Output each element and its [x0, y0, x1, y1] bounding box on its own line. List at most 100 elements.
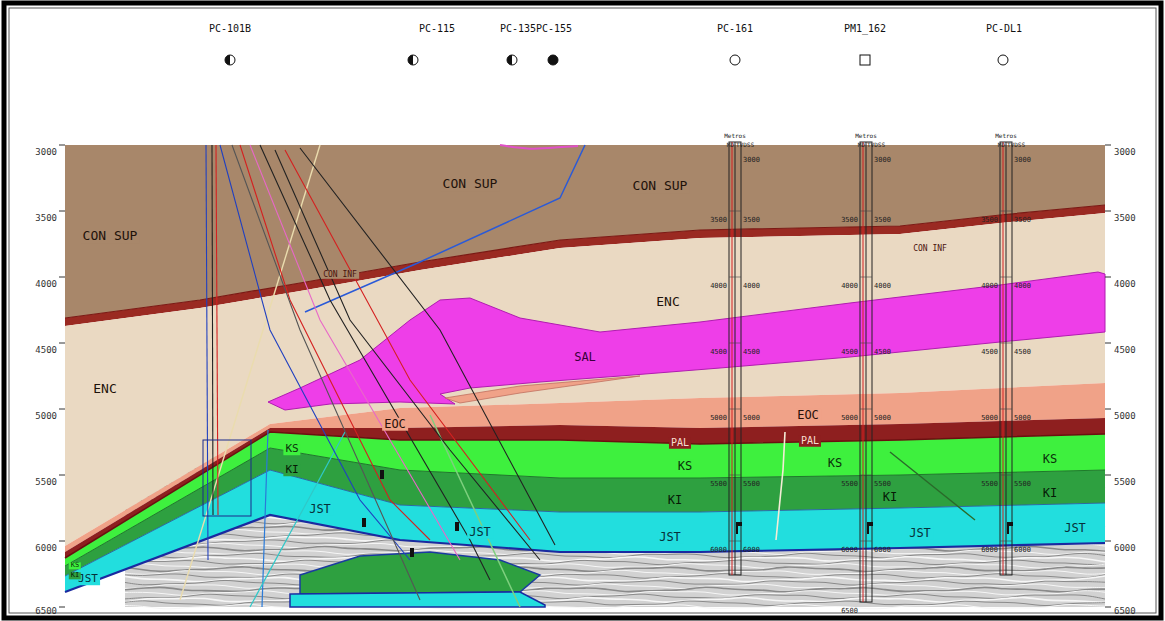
depth-tick: [1105, 607, 1111, 608]
depth-tick: [59, 607, 65, 608]
depth-tick: [59, 277, 65, 278]
well-symbol: [225, 55, 235, 65]
formation-label: KI: [1041, 487, 1059, 500]
well-depth-label: 5000: [743, 415, 760, 422]
well-depth-label: 5000: [981, 415, 998, 422]
deviated-well: [203, 145, 555, 600]
deviated-well: [285, 150, 530, 540]
deviated-well: [240, 145, 430, 540]
well-symbol: [408, 55, 413, 65]
vertical-well: [860, 409, 872, 410]
depth-tick: [59, 409, 65, 410]
vertical-well: [729, 343, 741, 344]
log-header: TVDSS: [867, 142, 885, 148]
deviated-well: [216, 145, 218, 515]
well-depth-label: 4000: [874, 283, 891, 290]
formation-label: CON SUP: [441, 177, 500, 191]
vertical-well: [729, 409, 741, 410]
well-depth-label: 4500: [1014, 349, 1031, 356]
formation-label: KI: [283, 464, 300, 476]
well-depth-label: 6000: [743, 547, 760, 554]
formation-label: JST: [907, 527, 933, 540]
fault-line: [890, 452, 975, 520]
horizon-line: [65, 470, 1105, 576]
well-name: PC-161: [717, 24, 753, 35]
vertical-well: [732, 142, 733, 575]
well-depth-label: 4000: [981, 283, 998, 290]
vertical-well: [860, 343, 872, 344]
deviated-well: [203, 440, 251, 516]
log-header: Metros: [855, 133, 877, 139]
well-depth-label: 5500: [743, 481, 760, 488]
depth-tick: [1105, 145, 1111, 146]
depth-tick: [1105, 475, 1111, 476]
vertical-well: [1003, 142, 1004, 575]
well-name: PM1_162: [844, 24, 886, 35]
vertical-well: [735, 142, 736, 575]
depth-axis-label: 3000: [1114, 148, 1136, 157]
depth-tick: [1105, 343, 1111, 344]
formation-label: CON SUP: [81, 229, 140, 243]
formation-label: SAL: [572, 351, 598, 364]
formation-label: KI: [666, 494, 684, 507]
formation-label: KI: [69, 572, 81, 579]
deviated-well: [260, 145, 490, 580]
well-symbol: [507, 55, 512, 65]
well-depth-label: 6000: [841, 547, 858, 554]
well-depth-label: 3500: [874, 217, 891, 224]
well-name: PC-155: [536, 24, 572, 35]
well-depth-label: 4500: [981, 349, 998, 356]
formation-label: JST: [657, 531, 683, 544]
completion-flag: [736, 522, 742, 534]
vertical-well: [1000, 541, 1012, 542]
well-depth-label: 6500: [841, 608, 858, 615]
depth-tick: [1105, 541, 1111, 542]
formation-label: JST: [307, 503, 333, 516]
formation-label: ENC: [654, 295, 681, 309]
well-depth-label: 4000: [710, 283, 727, 290]
seismic-texture: [125, 557, 1105, 562]
vertical-well: [860, 541, 872, 542]
depth-axis-label: 4500: [35, 346, 57, 355]
deviated-well: [212, 145, 213, 515]
well-depth-label: 3500: [1014, 217, 1031, 224]
well-name: PC-115: [419, 24, 455, 35]
vertical-well: [1006, 142, 1007, 575]
depth-axis-label: 5500: [35, 478, 57, 487]
well-depth-label: 5500: [1014, 481, 1031, 488]
vertical-well: [1000, 142, 1012, 575]
depth-tick: [59, 343, 65, 344]
well-depth-label: 5500: [710, 481, 727, 488]
formation-label: ENC: [91, 382, 118, 396]
deviated-well: [232, 145, 420, 600]
well-name: PC-DL1: [986, 24, 1022, 35]
deviated-well: [300, 148, 555, 545]
formation-label: EOC: [795, 409, 821, 422]
vertical-well: [1000, 343, 1012, 344]
well-symbol: [225, 55, 230, 65]
depth-axis-label: 6000: [35, 544, 57, 553]
seismic-texture: [125, 553, 1105, 558]
deviated-well: [455, 522, 459, 531]
salt-body: [445, 376, 640, 403]
depth-axis-label: 3000: [35, 148, 57, 157]
well-depth-label: 6000: [874, 547, 891, 554]
well-depth-label: 3500: [710, 217, 727, 224]
log-header: MD: [727, 142, 734, 148]
well-symbol: [998, 55, 1008, 65]
depth-tick: [59, 145, 65, 146]
log-header: Metros: [995, 133, 1017, 139]
depth-axis-label: 4000: [1114, 280, 1136, 289]
formation-label: CON SUP: [631, 179, 690, 193]
salt-body: [268, 272, 1105, 410]
well-depth-label: 4500: [710, 349, 727, 356]
well-depth-label: 4000: [743, 283, 760, 290]
formation-label: JST: [467, 526, 493, 539]
well-depth-label: 5500: [841, 481, 858, 488]
salt-body: [268, 272, 1105, 410]
formation-label: KI: [881, 491, 899, 504]
well-depth-label: 3000: [1014, 157, 1031, 164]
well-depth-label: 5000: [841, 415, 858, 422]
well-symbol: [408, 55, 418, 65]
well-depth-label: 4000: [841, 283, 858, 290]
